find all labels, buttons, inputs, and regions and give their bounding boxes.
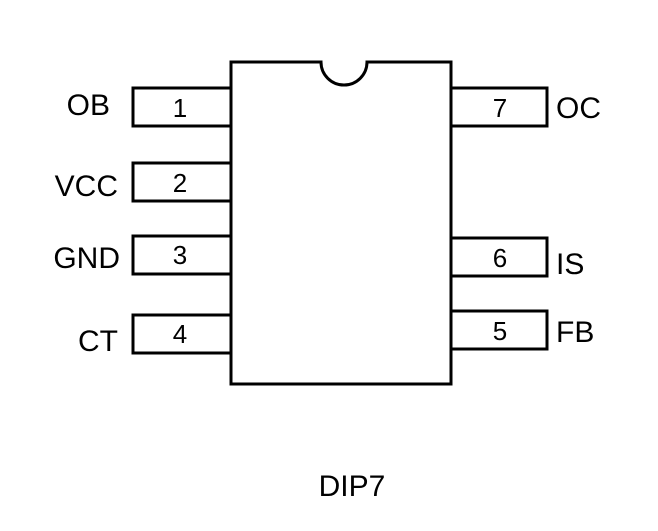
pin-7-lead <box>449 86 549 128</box>
pin-5-name: FB <box>556 316 594 349</box>
pin-7-number: 7 <box>493 93 507 123</box>
pin-2: 2 VCC <box>55 161 233 203</box>
pin-1-number: 1 <box>173 93 187 123</box>
pin-1-name: OB <box>67 89 110 122</box>
pin-6-lead <box>449 236 549 278</box>
pin-6-number: 6 <box>493 243 507 273</box>
pin-2-lead <box>131 161 233 203</box>
pin-2-number: 2 <box>173 168 187 198</box>
pin-3-number: 3 <box>173 240 187 270</box>
pin-5: 5 FB <box>449 309 594 351</box>
pin-4-name: CT <box>78 325 118 358</box>
pin-1-lead <box>131 86 233 128</box>
pin-3: 3 GND <box>53 234 233 276</box>
pin-6: 6 IS <box>449 236 584 281</box>
pin-5-number: 5 <box>493 316 507 346</box>
pin-3-lead <box>131 234 233 276</box>
pin-3-name: GND <box>53 242 120 275</box>
pin-5-lead <box>449 309 549 351</box>
pin-1: 1 OB <box>67 86 233 128</box>
pin-7: 7 OC <box>449 86 601 128</box>
package-label: DIP7 <box>319 470 386 503</box>
pin-4: 4 CT <box>78 313 233 358</box>
chip-body <box>229 60 453 386</box>
pin-2-name: VCC <box>55 170 118 203</box>
pin-4-number: 4 <box>173 319 187 349</box>
pin-4-lead <box>131 313 233 355</box>
pin-7-name: OC <box>556 92 601 125</box>
pin-6-name: IS <box>556 248 584 281</box>
